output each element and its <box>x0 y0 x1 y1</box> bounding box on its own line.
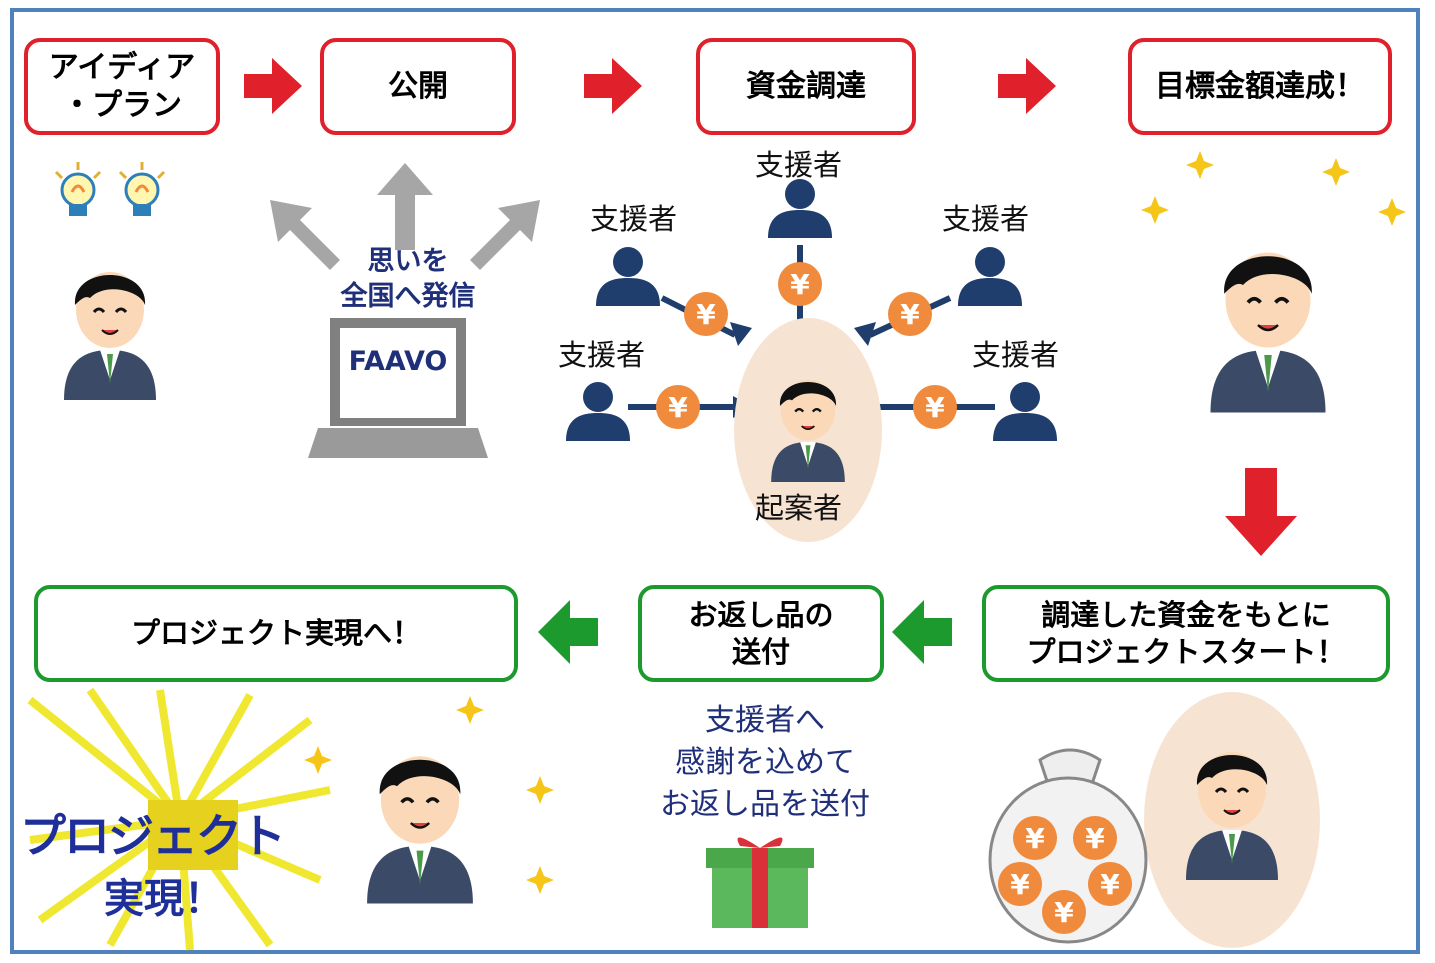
realized-subtitle: 実現！ <box>104 876 224 922</box>
founder-label: 起案者 <box>755 491 843 525</box>
gift-box-icon <box>706 837 814 928</box>
supporter-label-top: 支援者 <box>755 148 843 182</box>
step-fundraising-label: 資金調達 <box>746 68 866 104</box>
broadcast-arrows <box>270 163 540 270</box>
realized-title: プロジェクト <box>20 809 286 863</box>
laptop-screen-text: FAAVO <box>348 346 448 377</box>
celebrating-person-icon <box>1208 250 1328 415</box>
flow-arrows-red <box>244 58 1297 556</box>
step-publish-label: 公開 <box>388 68 448 104</box>
gift-message: 支援者へ 感謝を込めて お返し品を送付 <box>660 703 870 822</box>
broadcast-message: 思いを 全国へ発信 <box>340 246 476 313</box>
step-project-realized-label: プロジェクト実現へ！ <box>130 616 421 651</box>
laptop-icon <box>308 318 488 458</box>
step-idea-plan: アイディア ・プラン <box>24 38 220 135</box>
step-project-start-label: 調達した資金をもとに プロジェクトスタート！ <box>1026 598 1346 669</box>
supporter-label-lower-left: 支援者 <box>558 338 646 372</box>
step-idea-plan-label: アイディア ・プラン <box>48 50 196 123</box>
step-publish: 公開 <box>320 38 516 135</box>
step-project-start: 調達した資金をもとに プロジェクトスタート！ <box>982 585 1390 682</box>
step-project-realized: プロジェクト実現へ！ <box>34 585 518 682</box>
step-fundraising: 資金調達 <box>696 38 916 135</box>
sparkle-stars <box>1141 151 1406 226</box>
supporter-label-lower-right: 支援者 <box>972 338 1060 372</box>
planner-person-icon <box>62 270 158 402</box>
supporter-label-upper-left: 支援者 <box>590 202 678 236</box>
gold-box-icon <box>148 800 238 870</box>
step-goal-achieved: 目標金額達成！ <box>1128 38 1392 135</box>
cheering-person-icon <box>365 754 475 906</box>
money-bag-icon <box>988 748 1148 944</box>
step-goal-achieved-label: 目標金額達成！ <box>1155 68 1365 104</box>
flow-arrows-green <box>538 600 952 664</box>
step-send-gifts: お返し品の 送付 <box>638 585 884 682</box>
step-send-gifts-label: お返し品の 送付 <box>688 598 834 669</box>
outer-frame <box>10 8 1420 954</box>
supporter-label-upper-right: 支援者 <box>942 202 1030 236</box>
idea-lightbulb-icons <box>54 160 166 218</box>
